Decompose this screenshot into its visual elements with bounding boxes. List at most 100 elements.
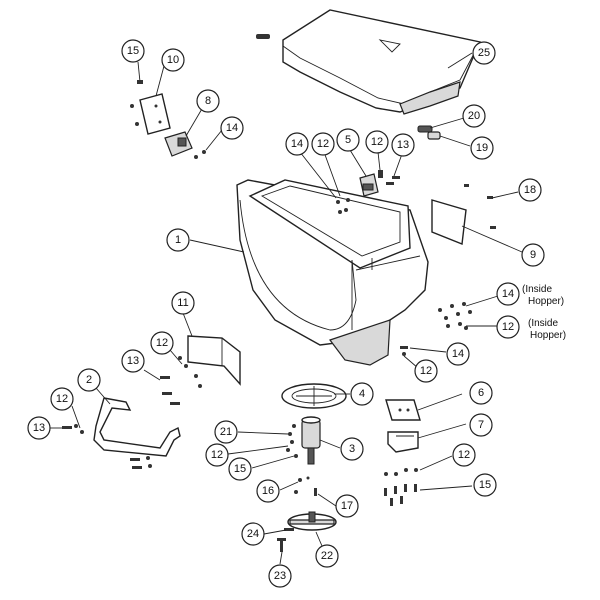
callout-15-right: 15 — [473, 473, 497, 497]
note-inside-hopper-2a: (Inside — [528, 318, 558, 329]
callout-12-inside: 12 — [496, 315, 520, 339]
callout-15-motor: 15 — [228, 457, 252, 481]
inside-hopper-hardware — [400, 302, 472, 356]
callout-15-top: 15 — [121, 39, 145, 63]
hinge-pin-parts — [417, 125, 441, 140]
spinner-disk-part — [284, 511, 337, 531]
callout-14-hopper: 14 — [285, 132, 309, 156]
callout-12-frame: 12 — [50, 387, 74, 411]
svg-text:24: 24 — [247, 528, 259, 540]
svg-text:15: 15 — [127, 45, 139, 57]
svg-text:4: 4 — [359, 388, 365, 400]
svg-text:2: 2 — [86, 374, 92, 386]
svg-text:8: 8 — [205, 95, 211, 107]
svg-text:13: 13 — [33, 422, 45, 434]
lid-screw — [256, 34, 270, 39]
callout-14-latch: 14 — [220, 116, 244, 140]
callout-1: 1 — [166, 228, 190, 252]
callout-5: 5 — [336, 128, 360, 152]
svg-text:6: 6 — [478, 387, 484, 399]
callout-12-hopper-b: 12 — [365, 130, 389, 154]
svg-text:12: 12 — [211, 449, 223, 461]
svg-text:19: 19 — [476, 142, 488, 154]
svg-text:15: 15 — [234, 463, 246, 475]
svg-text:1: 1 — [175, 234, 181, 246]
svg-text:14: 14 — [291, 138, 303, 150]
pin-part — [277, 538, 286, 552]
svg-text:12: 12 — [56, 393, 68, 405]
motor-part — [286, 416, 321, 465]
callout-11: 11 — [171, 291, 195, 315]
callout-14-lower: 14 — [446, 342, 470, 366]
svg-text:12: 12 — [317, 138, 329, 150]
svg-text:23: 23 — [274, 570, 286, 582]
callout-13-frame: 13 — [27, 416, 51, 440]
callout-21: 21 — [214, 420, 238, 444]
svg-text:11: 11 — [177, 297, 188, 309]
svg-text:17: 17 — [341, 500, 353, 512]
callout-20: 20 — [462, 104, 486, 128]
svg-text:21: 21 — [220, 426, 232, 438]
callout-8: 8 — [196, 89, 220, 113]
callout-19: 19 — [470, 136, 494, 160]
svg-text:9: 9 — [530, 249, 536, 261]
inner-bracket-part — [336, 170, 400, 214]
callout-14-inside: 14 — [496, 282, 520, 306]
svg-text:13: 13 — [127, 355, 139, 367]
callout-7: 7 — [469, 413, 493, 437]
callout-12-motor: 12 — [205, 443, 229, 467]
callout-12-bracket: 12 — [150, 331, 174, 355]
callout-3: 3 — [340, 437, 364, 461]
svg-text:15: 15 — [479, 479, 491, 491]
svg-text:12: 12 — [420, 365, 432, 377]
angle-bracket-parts — [385, 399, 421, 453]
note-inside-hopper-1a: (Inside — [522, 284, 552, 295]
shaft-hardware — [294, 476, 317, 496]
lid-part — [282, 9, 481, 115]
note-inside-hopper-2b: Hopper) — [530, 330, 566, 341]
hopper-part — [236, 179, 429, 366]
svg-text:12: 12 — [502, 321, 514, 333]
callout-12-right: 12 — [452, 443, 476, 467]
callout-12-hopper-a: 12 — [311, 132, 335, 156]
mount-bracket-part — [160, 335, 241, 405]
callout-16: 16 — [256, 479, 280, 503]
callout-13-bracket: 13 — [121, 349, 145, 373]
callout-13-hopper: 13 — [391, 133, 415, 157]
svg-text:14: 14 — [502, 288, 514, 300]
svg-text:16: 16 — [262, 485, 274, 497]
svg-text:25: 25 — [478, 47, 490, 59]
callout-2: 2 — [77, 368, 101, 392]
svg-text:12: 12 — [156, 337, 168, 349]
svg-text:20: 20 — [468, 110, 480, 122]
svg-text:18: 18 — [524, 184, 536, 196]
callout-25: 25 — [472, 41, 496, 65]
side-plate-part — [431, 184, 496, 245]
callout-10: 10 — [161, 48, 185, 72]
callout-17: 17 — [335, 494, 359, 518]
latch-bracket-part — [130, 61, 206, 159]
callout-23: 23 — [268, 564, 292, 588]
spinner-plate-part — [281, 383, 347, 409]
svg-text:13: 13 — [397, 139, 409, 151]
frame-bracket-part — [62, 397, 181, 469]
callout-18: 18 — [518, 178, 542, 202]
svg-text:14: 14 — [226, 122, 238, 134]
lower-right-hardware — [384, 468, 418, 506]
svg-text:22: 22 — [321, 550, 333, 562]
svg-text:5: 5 — [345, 134, 351, 146]
note-inside-hopper-1b: Hopper) — [528, 296, 564, 307]
svg-text:12: 12 — [371, 136, 383, 148]
callout-9: 9 — [521, 243, 545, 267]
svg-text:14: 14 — [452, 348, 464, 360]
svg-text:7: 7 — [478, 419, 484, 431]
callout-12-lower: 12 — [414, 359, 438, 383]
callout-6: 6 — [469, 381, 493, 405]
callout-4: 4 — [350, 382, 374, 406]
svg-text:12: 12 — [458, 449, 470, 461]
callout-24: 24 — [241, 522, 265, 546]
svg-text:10: 10 — [167, 54, 179, 66]
svg-text:3: 3 — [349, 443, 355, 455]
callout-22: 22 — [315, 544, 339, 568]
